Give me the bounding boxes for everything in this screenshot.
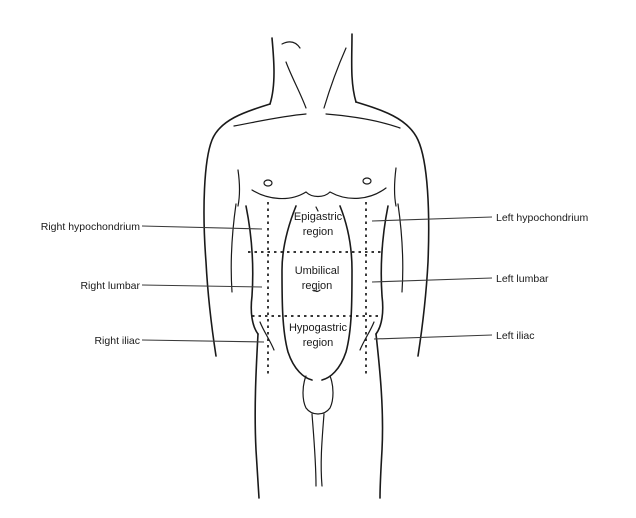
left-nipple bbox=[264, 180, 272, 186]
neck-left-outline bbox=[270, 38, 274, 104]
left-leg-outer bbox=[255, 334, 259, 498]
left-inner-arm bbox=[231, 204, 236, 292]
label-right-iliac: Right iliac bbox=[94, 335, 140, 347]
left-shoulder-arm-outline bbox=[204, 104, 270, 356]
neck-right-outline bbox=[352, 34, 356, 102]
right-nipple bbox=[363, 178, 371, 184]
label-right-lumbar: Right lumbar bbox=[80, 280, 140, 292]
left-torso-side bbox=[246, 206, 258, 334]
hypogastric-region-line2: region bbox=[303, 337, 334, 349]
umbilical-region-line2: region bbox=[302, 280, 333, 292]
leader-right-lumbar bbox=[142, 285, 262, 287]
right-torso-side bbox=[376, 206, 388, 334]
neck-jaw-line bbox=[282, 42, 300, 48]
label-left-hypochondrium: Left hypochondrium bbox=[496, 212, 588, 224]
label-left-iliac: Left iliac bbox=[496, 330, 535, 342]
left-collarbone bbox=[234, 114, 306, 126]
hypogastric-region-line1: Hypogastric bbox=[289, 322, 348, 334]
label-left-lumbar: Left lumbar bbox=[496, 273, 549, 285]
leader-right-iliac bbox=[142, 340, 264, 342]
region-labels: Epigastric region Umbilical region Hypog… bbox=[289, 211, 348, 349]
neck-muscle-right bbox=[324, 48, 346, 108]
label-right-hypochondrium: Right hypochondrium bbox=[41, 221, 140, 233]
right-shoulder-arm-outline bbox=[356, 102, 429, 356]
left-iliac-crest bbox=[260, 322, 274, 350]
right-armpit-line bbox=[395, 168, 397, 206]
right-inner-arm bbox=[398, 204, 403, 292]
left-armpit-line bbox=[238, 170, 240, 206]
sternum-notch bbox=[306, 192, 330, 197]
leader-left-hypochondrium bbox=[372, 217, 492, 221]
epigastric-region-line1: Epigastric bbox=[294, 211, 343, 223]
left-pectoral bbox=[252, 190, 306, 199]
leader-left-iliac bbox=[374, 335, 492, 339]
inner-leg-left bbox=[312, 414, 316, 486]
leader-right-hypochondrium bbox=[142, 226, 262, 229]
genital-outline bbox=[303, 376, 333, 414]
umbilical-region-line1: Umbilical bbox=[295, 265, 340, 277]
epigastric-region-line2: region bbox=[303, 226, 334, 238]
neck-muscle-left bbox=[286, 62, 306, 108]
right-pectoral bbox=[330, 188, 386, 198]
inner-leg-right bbox=[321, 414, 324, 486]
right-collarbone bbox=[326, 114, 400, 128]
right-leg-outer bbox=[376, 334, 383, 498]
right-iliac-crest bbox=[360, 322, 374, 350]
leader-left-lumbar bbox=[372, 278, 492, 282]
